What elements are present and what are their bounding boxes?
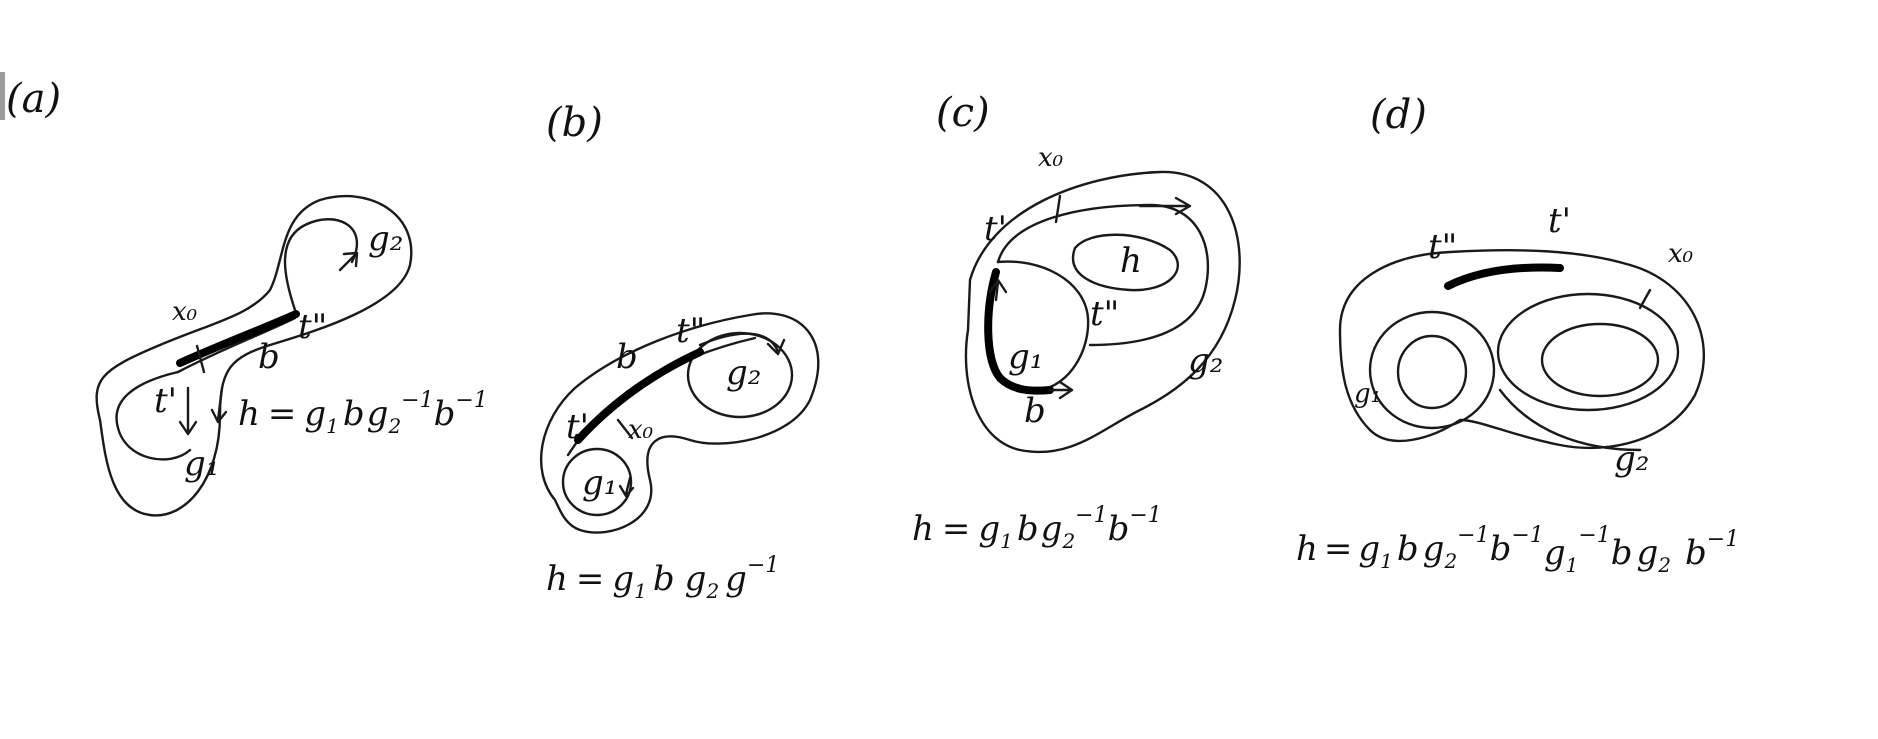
panel-d-t2-label: t": [1428, 227, 1457, 267]
scan-edge-mark: [0, 72, 5, 120]
panel-c-hole-h: [1071, 233, 1179, 292]
panel-a-t2-label: t": [298, 307, 327, 347]
panel-a-arrow-g2: [338, 251, 359, 272]
panel-b-g1-label: g₁: [582, 463, 617, 503]
panel-a-outer-boundary: [95, 194, 413, 517]
panel-a-loop-g2: [283, 218, 359, 312]
panel-b-t1-label: t': [566, 407, 589, 447]
panel-d-lower-band: [1498, 388, 1642, 452]
panel-a-arrow-g1: [178, 386, 198, 436]
panel-c-outer-boundary: [964, 170, 1241, 454]
panel-b-arrow-top: [698, 332, 786, 356]
panel-c-g1-label: g₁: [1008, 337, 1043, 377]
panel-d-outer-boundary: [1338, 249, 1705, 450]
panel-c-thick-arc-b: [984, 268, 1054, 395]
panel-b-b-label: b: [616, 337, 638, 377]
panel-b-arrow-g1: [618, 476, 635, 498]
panel-d-left-hole: [1396, 334, 1468, 410]
panel-c-b-label: b: [1024, 391, 1046, 431]
panel-c-x0-tick: [1054, 194, 1062, 224]
panel-d-t1-label: t': [1548, 201, 1571, 241]
panel-a-g2-label: g₂: [368, 219, 403, 259]
panel-b-thick-arc-b: [574, 348, 704, 444]
panel-c-h-label: h: [1120, 241, 1142, 281]
panel-b-loop-g1: [561, 447, 633, 517]
panel-c-inner-loop: [996, 203, 1210, 347]
panel-a-loop-g1: [115, 370, 192, 461]
panel-c-g2-label: g₂: [1188, 341, 1223, 381]
panel-b-x0-label: x₀: [628, 415, 654, 445]
panel-c-loop-g1: [996, 260, 1090, 392]
panel-a-thick-arc-b: [176, 310, 300, 367]
panel-d-left-loop-outer: [1368, 310, 1496, 430]
panel-a-g1-label: g₁: [184, 444, 219, 484]
panel-c-label: (c): [936, 90, 990, 136]
panel-a-arrow-h: [210, 386, 228, 424]
panel-a-t1-label: t': [154, 381, 177, 421]
panel-c-arrow-top: [1138, 196, 1192, 216]
panel-b-outer-boundary: [540, 312, 820, 534]
panel-c-arrow-b: [1048, 380, 1074, 400]
panel-d-g2-label: g₂: [1614, 439, 1649, 479]
panel-c-arrow-g1: [988, 278, 1008, 302]
panel-a-label: (a): [6, 76, 61, 122]
panel-c-t1-label: t': [984, 209, 1007, 249]
panel-a-b-label: b: [258, 337, 280, 377]
panel-d-x0-tick: [1638, 288, 1652, 310]
panel-b-t2-label: t": [676, 311, 705, 351]
panel-d-x0-label: x₀: [1668, 239, 1694, 269]
panel-c-x0-label: x₀: [1038, 143, 1064, 173]
panel-b-x0-tick: [616, 418, 634, 440]
panel-b-g2-label: g₂: [726, 353, 761, 393]
panel-c-t2-label: t": [1090, 294, 1119, 334]
panel-d-g1-label: g₁: [1354, 379, 1381, 409]
panel-a-x0-tick: [195, 344, 206, 374]
panel-d-thick-arc: [1444, 263, 1564, 290]
panel-d-label: (d): [1370, 92, 1427, 138]
panel-a-x0-label: x₀: [172, 297, 198, 327]
panel-b-label: (b): [546, 100, 603, 146]
panel-d-right-hole: [1540, 322, 1660, 398]
panel-d-right-loop-outer: [1496, 292, 1680, 412]
